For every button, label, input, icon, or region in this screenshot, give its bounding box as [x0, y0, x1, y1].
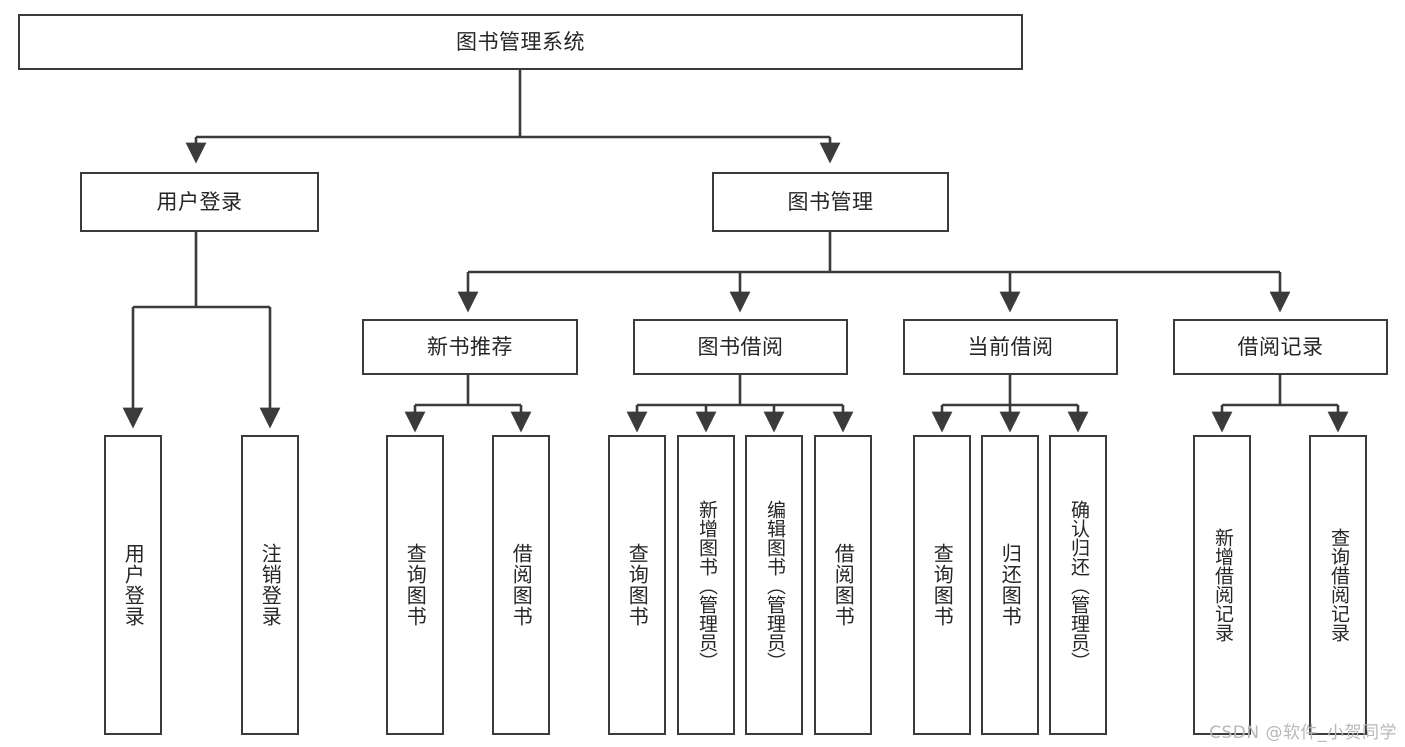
leaf-add-record[interactable]: 新增借阅记录	[1193, 435, 1251, 735]
leaf-query-book-2[interactable]: 查询图书	[608, 435, 666, 735]
node-user-login-label: 用户登录	[156, 189, 243, 214]
leaf-query-book-2-label: 查询图书	[625, 543, 650, 627]
node-borrow-record-label: 借阅记录	[1237, 334, 1324, 359]
leaf-logout[interactable]: 注销登录	[241, 435, 299, 735]
node-book-management[interactable]: 图书管理	[712, 172, 949, 232]
node-book-management-label: 图书管理	[787, 189, 874, 214]
leaf-user-login[interactable]: 用户登录	[104, 435, 162, 735]
leaf-confirm-return-label: 确认归还（管理员）	[1067, 499, 1090, 671]
leaf-borrow-book-2[interactable]: 借阅图书	[814, 435, 872, 735]
leaf-add-record-label: 新增借阅记录	[1211, 528, 1234, 642]
node-user-login[interactable]: 用户登录	[80, 172, 319, 232]
leaf-add-book-label: 新增图书（管理员）	[695, 499, 718, 671]
leaf-query-record-label: 查询借阅记录	[1327, 528, 1350, 642]
node-new-book-recommend-label: 新书推荐	[427, 334, 513, 359]
node-root-label: 图书管理系统	[456, 29, 585, 54]
leaf-query-book-3[interactable]: 查询图书	[913, 435, 971, 735]
node-current-borrow[interactable]: 当前借阅	[903, 319, 1118, 375]
node-new-book-recommend[interactable]: 新书推荐	[362, 319, 578, 375]
leaf-query-book-3-label: 查询图书	[930, 543, 955, 627]
leaf-borrow-book-2-label: 借阅图书	[831, 543, 856, 627]
leaf-edit-book[interactable]: 编辑图书（管理员）	[745, 435, 803, 735]
leaf-confirm-return[interactable]: 确认归还（管理员）	[1049, 435, 1107, 735]
leaf-query-book-1[interactable]: 查询图书	[386, 435, 444, 735]
node-book-borrow-label: 图书借阅	[697, 334, 784, 359]
leaf-borrow-book-1[interactable]: 借阅图书	[492, 435, 550, 735]
leaf-query-record[interactable]: 查询借阅记录	[1309, 435, 1367, 735]
node-book-borrow[interactable]: 图书借阅	[633, 319, 848, 375]
leaf-query-book-1-label: 查询图书	[403, 543, 428, 627]
node-root[interactable]: 图书管理系统	[18, 14, 1023, 70]
leaf-user-login-label: 用户登录	[121, 543, 146, 627]
leaf-add-book[interactable]: 新增图书（管理员）	[677, 435, 735, 735]
leaf-return-book-label: 归还图书	[998, 543, 1023, 627]
leaf-borrow-book-1-label: 借阅图书	[509, 543, 534, 627]
leaf-logout-label: 注销登录	[258, 543, 283, 627]
node-borrow-record[interactable]: 借阅记录	[1173, 319, 1388, 375]
node-current-borrow-label: 当前借阅	[967, 334, 1054, 359]
leaf-return-book[interactable]: 归还图书	[981, 435, 1039, 735]
leaf-edit-book-label: 编辑图书（管理员）	[763, 499, 786, 671]
